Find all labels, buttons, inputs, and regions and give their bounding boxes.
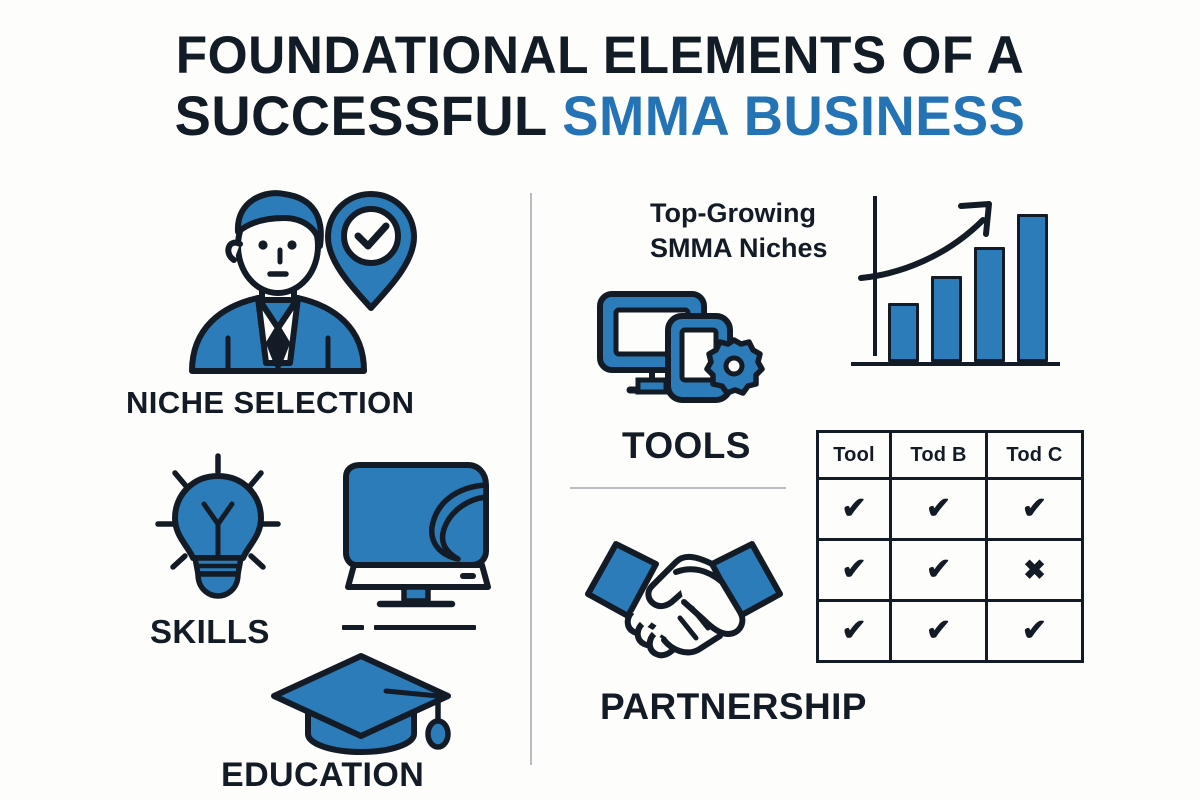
monitor-tablet-gear-icon xyxy=(594,288,770,408)
lightbulb-icon xyxy=(148,448,288,599)
handshake-icon xyxy=(580,520,788,670)
growth-bar-chart xyxy=(845,196,1060,366)
table-cell-check: ✔ xyxy=(815,599,893,663)
table-body: ✔ ✔ ✔ ✔ ✔ ✖ ✔ ✔ ✔ xyxy=(815,477,1084,663)
title-line-2: SUCCESSFUL SMMA BUSINESS xyxy=(18,84,1182,148)
check-icon: ✔ xyxy=(841,553,867,586)
column-divider xyxy=(530,193,532,765)
title-line-2-prefix: SUCCESSFUL xyxy=(174,84,563,148)
table-row: ✔ ✔ ✔ xyxy=(815,477,1084,541)
page-title: FOUNDATIONAL ELEMENTS OF A SUCCESSFUL SM… xyxy=(0,28,1200,145)
table-cell-check: ✔ xyxy=(889,599,988,663)
check-icon: ✔ xyxy=(925,553,952,586)
table-cell-check: ✔ xyxy=(889,538,988,602)
label-partnership: PARTNERSHIP xyxy=(600,686,867,727)
chart-heading-line-2: SMMA Niches xyxy=(650,232,828,263)
table-cell-check: ✔ xyxy=(985,599,1084,663)
table-cell-check: ✔ xyxy=(815,477,893,541)
chart-bars xyxy=(888,206,1048,362)
table-cell-check: ✔ xyxy=(985,477,1084,541)
label-education: EDUCATION xyxy=(221,756,425,794)
check-icon: ✔ xyxy=(925,492,952,525)
person-with-location-pin-check-icon xyxy=(180,188,420,374)
chart-heading: Top-Growing SMMA Niches xyxy=(650,196,880,265)
table-header-cell: Tod B xyxy=(889,430,988,480)
check-icon: ✔ xyxy=(1021,614,1048,647)
table-header-cell: Tool xyxy=(815,430,893,480)
chart-bar xyxy=(931,276,962,362)
chart-bar xyxy=(1017,213,1048,362)
table-header-row: Tool Tod B Tod C xyxy=(815,430,1084,480)
table-cell-check: ✔ xyxy=(815,538,893,602)
dash-mark-long xyxy=(374,625,476,630)
check-icon: ✔ xyxy=(1021,492,1048,525)
desktop-monitor-icon xyxy=(336,455,496,610)
chart-y-axis xyxy=(873,196,877,356)
chart-x-axis xyxy=(851,362,1060,366)
graduation-cap-icon xyxy=(266,648,456,760)
tool-comparison-table: Tool Tod B Tod C ✔ ✔ ✔ ✔ ✔ ✖ ✔ ✔ ✔ xyxy=(815,430,1084,663)
label-skills: SKILLS xyxy=(150,613,270,650)
check-icon: ✔ xyxy=(841,492,867,525)
table-header-cell: Tod C xyxy=(985,430,1084,480)
title-line-1: FOUNDATIONAL ELEMENTS OF A xyxy=(175,26,1025,85)
chart-bar xyxy=(888,302,919,362)
table-row: ✔ ✔ ✔ xyxy=(815,599,1084,663)
chart-heading-line-1: Top-Growing xyxy=(650,198,816,228)
chart-bar xyxy=(974,246,1005,362)
label-tools: TOOLS xyxy=(622,425,751,466)
table-row: ✔ ✔ ✖ xyxy=(815,538,1084,602)
table-cell-cross: ✖ xyxy=(985,538,1084,602)
title-line-2-accent: SMMA BUSINESS xyxy=(562,84,1026,148)
table-cell-check: ✔ xyxy=(889,477,988,541)
cross-icon: ✖ xyxy=(1023,555,1046,585)
check-icon: ✔ xyxy=(925,614,952,647)
right-column-divider xyxy=(570,487,786,489)
dash-mark-short xyxy=(342,625,364,630)
label-niche-selection: NICHE SELECTION xyxy=(126,385,415,420)
check-icon: ✔ xyxy=(841,614,867,647)
